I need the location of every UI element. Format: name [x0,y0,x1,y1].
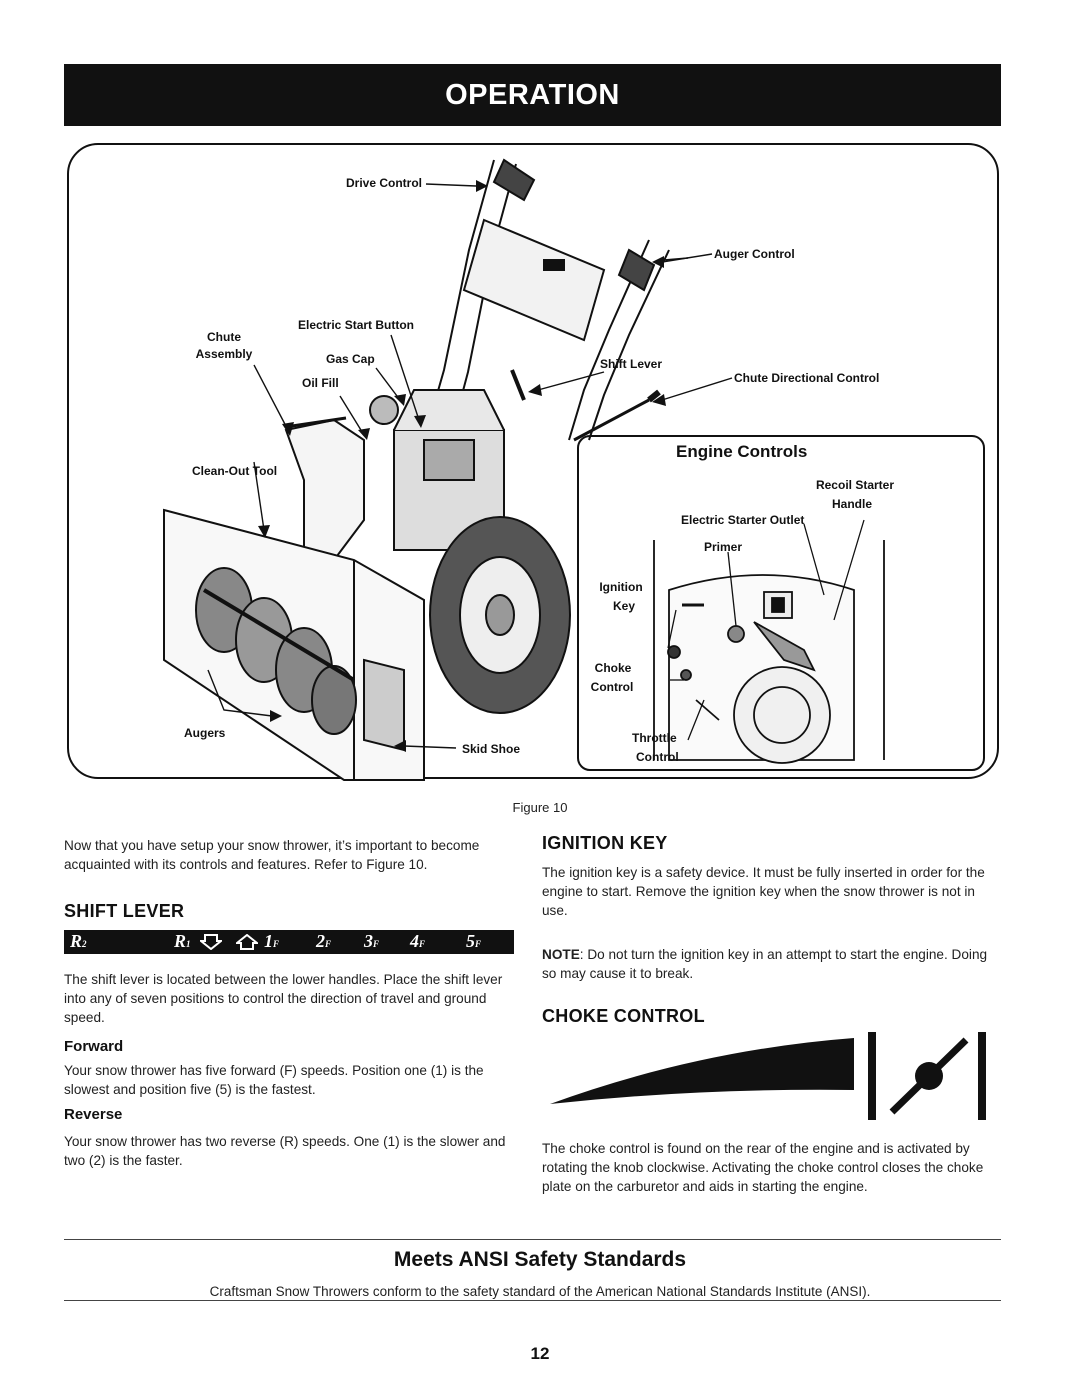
choke-control-heading: CHOKE CONTROL [542,1006,705,1026]
chute-assembly-label-line2: Assembly [195,347,253,361]
electric-start-button-label: Electric Start Button [298,318,415,332]
forward-heading: Forward [64,1038,124,1055]
auger-control-label: Auger Control [714,247,795,261]
shift-positions-bar: R2 R1 1F 2F 3F 4F 5F [64,930,514,954]
reverse-paragraph: Your snow thrower has two reverse (R) sp… [64,1134,506,1168]
electric-starter-outlet-label: Electric Starter Outlet [681,513,805,527]
choke-control-paragraph: The choke control is found on the rear o… [542,1141,984,1194]
chute-directional-control-label: Chute Directional Control [734,371,880,385]
ansi-statement: Craftsman Snow Throwers conform to the s… [209,1284,871,1299]
recoil-starter-label-line2: Handle [831,497,872,511]
arrow-down-icon [200,934,222,950]
clean-out-tool-label: Clean-Out Tool [192,464,278,478]
throttle-control-label-line2: Control [636,750,679,764]
shift-lever-paragraph: The shift lever is located between the l… [64,972,503,1025]
shift-lever-heading: SHIFT LEVER [64,901,185,921]
snow-thrower-illustration [67,143,999,781]
chute-assembly-label-line1: Chute [207,330,241,344]
drive-control-label: Drive Control [346,176,423,190]
figure-10: Drive Control Auger Control Electric Sta… [64,140,1000,790]
choke-control-label-line1: Choke [594,661,632,675]
shift-pos-r1: R1 [174,931,191,951]
recoil-starter-label-line1: Recoil Starter [815,478,894,492]
ignition-key-paragraph: The ignition key is a safety device. It … [542,865,985,918]
ignition-key-label-line2: Key [612,599,635,613]
figure-caption: Figure 10 [512,800,568,815]
choke-control-label-line2: Control [590,680,634,694]
note-paragraph: NOTE: Do not turn the ignition key in an… [542,945,998,983]
skid-shoe-label: Skid Shoe [462,742,521,756]
page-number: 12 [530,1344,550,1363]
divider-bottom [64,1300,1001,1301]
gas-cap-label: Gas Cap [326,352,375,366]
oil-fill-label: Oil Fill [302,376,339,390]
section-banner: OPERATION [64,64,1001,126]
primer-label: Primer [704,540,743,554]
divider-top [64,1239,1001,1240]
shift-pos-4f: 4F [410,931,426,951]
shift-pos-2f: 2F [316,931,332,951]
note-label: NOTE [542,947,580,962]
note-text: : Do not turn the ignition key in an att… [542,947,988,981]
throttle-control-label-line1: Throttle [632,731,677,745]
shift-lever-label: Shift Lever [600,357,663,371]
shift-pos-5f: 5F [466,931,482,951]
ignition-key-label-line1: Ignition [599,580,643,594]
intro-paragraph: Now that you have setup your snow throwe… [64,838,480,872]
reverse-heading: Reverse [64,1106,123,1123]
choke-symbol-icon [550,1032,986,1120]
arrow-up-icon [236,934,258,950]
shift-pos-3f: 3F [364,931,380,951]
shift-pos-r2: R2 [70,931,87,951]
engine-controls-title: Engine Controls [676,442,808,461]
shift-pos-1f: 1F [264,931,280,951]
forward-paragraph: Your snow thrower has five forward (F) s… [64,1063,484,1097]
ignition-key-heading: IGNITION KEY [542,833,668,853]
augers-label: Augers [184,726,226,740]
ansi-title: Meets ANSI Safety Standards [393,1248,687,1271]
section-title: OPERATION [445,78,620,111]
